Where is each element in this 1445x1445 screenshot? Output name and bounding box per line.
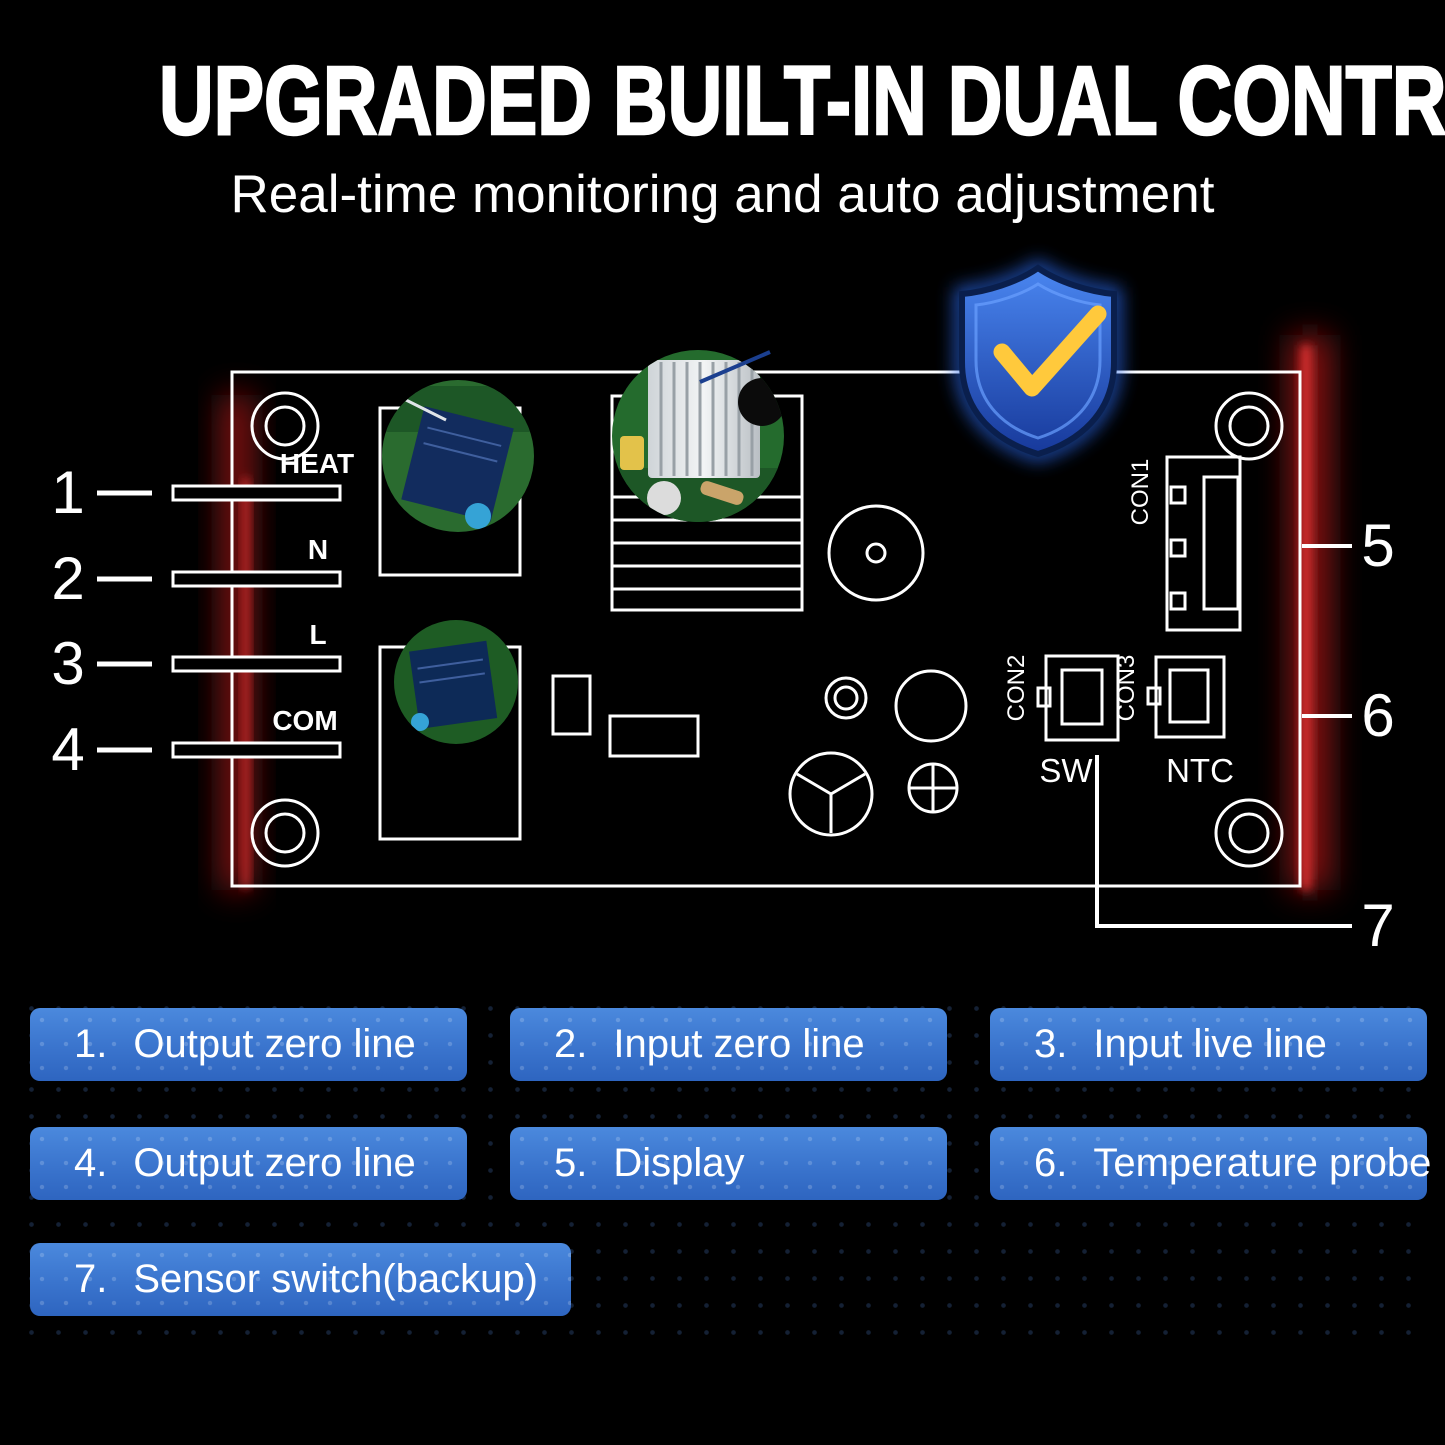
mounting-hole-bottom-right — [1214, 798, 1284, 868]
component-rect-small — [551, 674, 592, 736]
legend-item-text: Display — [613, 1141, 745, 1185]
legend-item-5: 5. Display — [510, 1127, 947, 1200]
legend-item-3: 3. Input live line — [990, 1008, 1427, 1081]
terminal-label-l: L — [309, 619, 326, 650]
mounting-hole-top-left — [250, 391, 320, 461]
mounting-hole-bottom-left — [250, 798, 320, 868]
sw-label: SW — [1039, 752, 1093, 789]
legend-item-2: 2. Input zero line — [510, 1008, 947, 1081]
legend-item-1: 1. Output zero line — [30, 1008, 467, 1081]
legend-item-text: Input zero line — [613, 1022, 865, 1066]
legend-item-4: 4. Output zero line — [30, 1127, 467, 1200]
relay-photo-top — [382, 380, 534, 532]
legend-item-7: 7. Sensor switch(backup) — [30, 1243, 571, 1316]
legend-item-text: Sensor switch(backup) — [133, 1257, 538, 1301]
legend-item-text: Input live line — [1093, 1022, 1327, 1066]
con3-connector — [1146, 655, 1226, 739]
con2-connector — [1036, 654, 1120, 742]
buzzer — [827, 504, 925, 602]
callout-number-7: 7 — [1361, 892, 1394, 959]
legend-item-number: 3. — [1034, 1022, 1068, 1066]
relay-photo-bottom — [394, 620, 518, 744]
mounting-hole-top-right — [1214, 391, 1284, 461]
callout-number-6: 6 — [1361, 682, 1394, 749]
callout-number-5: 5 — [1361, 512, 1394, 579]
legend-item-6: 6. Temperature probe — [990, 1127, 1431, 1200]
con3-label: CON3 — [1113, 655, 1140, 722]
legend-item-text: Temperature probe — [1093, 1141, 1432, 1185]
screw-head-icon — [907, 762, 959, 814]
con2-label: CON2 — [1003, 655, 1030, 722]
terminal-lug-4 — [97, 741, 342, 759]
legend-item-number: 7. — [74, 1257, 108, 1301]
terminal-label-n: N — [308, 534, 328, 565]
terminal-label-com: COM — [272, 705, 337, 736]
legend-item-number: 4. — [74, 1141, 108, 1185]
legend-item-number: 5. — [554, 1141, 588, 1185]
ntc-label: NTC — [1166, 752, 1234, 789]
callout-line-7 — [1095, 755, 1352, 928]
terminal-label-heat: HEAT — [280, 448, 354, 479]
terminal-number-3: 3 — [51, 630, 84, 697]
capacitor-circle-large — [894, 669, 968, 743]
con1-label: CON1 — [1127, 459, 1154, 526]
legend-item-number: 2. — [554, 1022, 588, 1066]
heatsink-photo — [612, 350, 784, 522]
magnifier-pointer — [699, 350, 771, 384]
board-outline — [230, 370, 1302, 888]
shield-check-icon — [955, 259, 1121, 462]
fan-icon — [788, 751, 874, 837]
legend-item-text: Output zero line — [133, 1022, 416, 1066]
capacitor-circle-small — [824, 676, 868, 720]
terminal-lug-2 — [97, 570, 342, 588]
terminal-number-2: 2 — [51, 545, 84, 612]
terminal-number-1: 1 — [51, 459, 84, 526]
legend-item-text: Output zero line — [133, 1141, 416, 1185]
terminal-lug-3 — [97, 655, 342, 673]
legend-item-number: 1. — [74, 1022, 108, 1066]
page-subtitle: Real-time monitoring and auto adjustment — [230, 165, 1215, 224]
terminal-lug-1 — [97, 484, 342, 502]
con1-connector — [1165, 455, 1242, 632]
terminal-number-4: 4 — [51, 716, 84, 783]
red-glow-accents — [222, 335, 1330, 890]
page-title: UPGRADED BUILT-IN DUAL CONTROLLERS — [158, 46, 1445, 155]
component-rect-wide — [608, 714, 700, 758]
legend-item-number: 6. — [1034, 1141, 1068, 1185]
